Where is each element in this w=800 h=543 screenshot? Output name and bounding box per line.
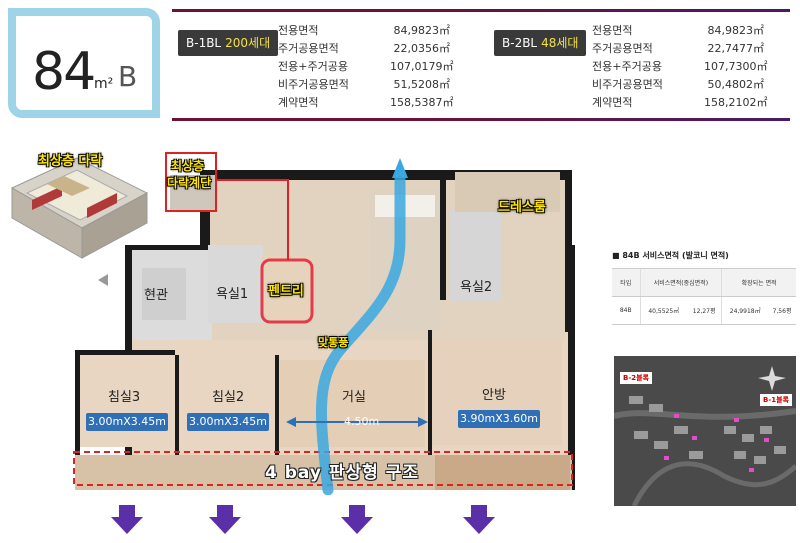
area-label: 전용면적 [278, 24, 319, 37]
attic-stairs-callout-line1: 최상층 [171, 159, 205, 173]
area-row: 전용면적 84,9823㎡ [278, 22, 450, 40]
cell-expand-m2: 24,9918㎡ [721, 296, 769, 325]
area-label: 계약면적 [592, 96, 633, 109]
area-row: 계약면적 158,2102㎡ [592, 94, 768, 112]
cell-service-py: 12,27평 [686, 296, 722, 325]
floor-plan: 최상층 다락계단 드레스룸 펜트리 맞통풍 4 bay 판상형 구조 현관 욕실… [70, 150, 580, 496]
area-row: 전용면적 84,9823㎡ [592, 22, 764, 40]
attic-isometric-image: 최상층 다락 [2, 148, 152, 263]
south-arrow-icon [341, 505, 373, 534]
area-value: 22,7477㎡ [707, 42, 765, 55]
block-name: B-2BL [502, 36, 538, 50]
area-row: 전용+주거공용 107,0179㎡ [278, 58, 454, 76]
room-entrance: 현관 [144, 288, 168, 303]
dim-bedroom3: 3.00mX3.45m [86, 413, 168, 431]
area-label: 주거공용면적 [592, 42, 653, 55]
area-value: 84,9823㎡ [707, 24, 765, 37]
area-label: 비주거공용면적 [592, 78, 663, 91]
room-master: 안방 [482, 388, 506, 403]
area-value: 84,9823㎡ [393, 24, 451, 37]
service-area-title: ■ 84B 서비스면적 (발코니 면적) [612, 251, 729, 260]
header-top-rule [172, 9, 790, 12]
unit-type-letter: B [118, 60, 138, 93]
table-row: 84B 40,5525㎡ 12,27평 24,9918㎡ 7,56평 [612, 296, 796, 325]
area-label: 전용면적 [592, 24, 633, 37]
area-row: 전용+주거공용 107,7300㎡ [592, 58, 768, 76]
attic-stairs-callout-line2: 다락계단 [167, 176, 212, 190]
area-value: 51,5208㎡ [393, 78, 451, 91]
unit-type-unit: m² [94, 76, 114, 92]
area-list-b2: 전용면적 84,9823㎡ 주거공용면적 22,7477㎡ 전용+주거공용 107,7… [592, 22, 768, 112]
cell-service-m2: 40,5525㎡ [639, 296, 687, 325]
block-units: 48세대 [541, 36, 579, 50]
header-bottom-rule [172, 118, 790, 121]
attic-callout: 최상층 다락 [38, 154, 103, 169]
south-arrow-icon [111, 505, 143, 534]
room-living: 거실 [342, 390, 366, 405]
site-label-b2: B-2블록 [620, 372, 652, 384]
area-value: 107,0179㎡ [390, 60, 454, 73]
col-expand: 확장되는 면적 [721, 268, 796, 297]
area-label: 비주거공용면적 [278, 78, 349, 91]
dim-bedroom2: 3.00mX3.45m [187, 413, 269, 431]
table-header-row: 타입 서비스면적(중심면적) 확장되는 면적 [612, 268, 796, 297]
south-arrow-icon [463, 505, 495, 534]
dressroom-callout: 드레스룸 [498, 200, 546, 215]
dim-living: 4.50m [344, 415, 380, 428]
block-units: 200세대 [225, 36, 271, 50]
area-row: 주거공용면적 22,0356㎡ [278, 40, 450, 58]
unit-type-box: 84 m² B [8, 8, 160, 118]
room-bath1: 욕실1 [216, 287, 249, 302]
service-area-table: 타입 서비스면적(중심면적) 확장되는 면적 84B 40,5525㎡ 12,2… [612, 268, 796, 325]
floor-plan-drawing [73, 152, 575, 496]
area-row: 주거공용면적 22,7477㎡ [592, 40, 764, 58]
site-map: B-2블록 B-1블록 [614, 356, 796, 506]
cell-type: 84B [612, 296, 640, 325]
col-service: 서비스면적(중심면적) [639, 268, 722, 297]
room-bedroom2: 침실2 [212, 390, 245, 405]
room-bedroom3: 침실3 [108, 390, 141, 405]
area-label: 주거공용면적 [278, 42, 339, 55]
bay-structure-callout: 4 bay 판상형 구조 [265, 463, 419, 483]
unit-type-number: 84 [32, 42, 96, 102]
col-type: 타입 [612, 268, 640, 297]
area-row: 계약면적 158,5387㎡ [278, 94, 454, 112]
area-value: 158,2102㎡ [704, 96, 768, 109]
block-name: B-1BL [186, 36, 222, 50]
area-label: 계약면적 [278, 96, 319, 109]
south-arrow-icon [209, 505, 241, 534]
pantry-callout: 펜트리 [268, 284, 304, 299]
dim-master: 3.90mX3.60m [458, 410, 540, 428]
area-row: 비주거공용면적 51,5208㎡ [278, 76, 450, 94]
ventilation-callout: 맞통풍 [318, 336, 349, 349]
area-value: 158,5387㎡ [390, 96, 454, 109]
area-row: 비주거공용면적 50,4802㎡ [592, 76, 764, 94]
area-value: 107,7300㎡ [704, 60, 768, 73]
room-bath2: 욕실2 [460, 280, 493, 295]
area-value: 22,0356㎡ [393, 42, 451, 55]
area-list-b1: 전용면적 84,9823㎡ 주거공용면적 22,0356㎡ 전용+주거공용 107,0… [278, 22, 454, 112]
site-label-b1: B-1블록 [760, 394, 792, 406]
area-value: 50,4802㎡ [707, 78, 765, 91]
area-label: 전용+주거공용 [278, 60, 348, 73]
area-label: 전용+주거공용 [592, 60, 662, 73]
cell-expand-py: 7,56평 [768, 296, 796, 325]
